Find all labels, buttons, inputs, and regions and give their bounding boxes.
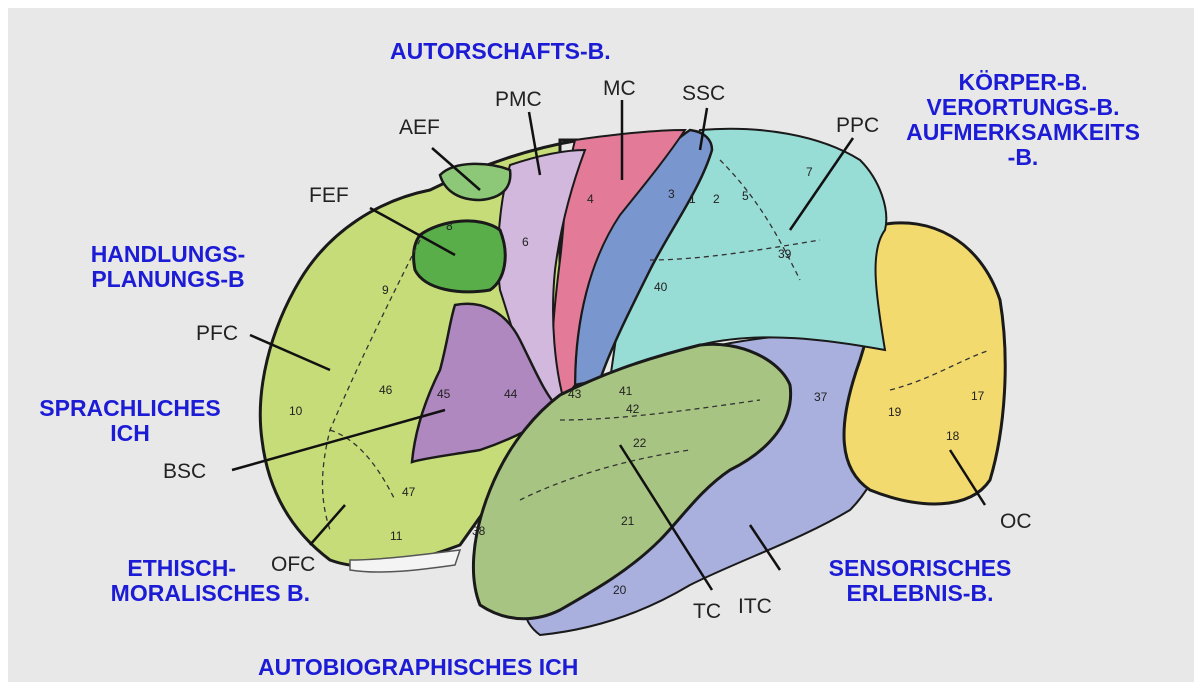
caption-sprache-line-2: ICH <box>15 421 245 446</box>
label-ppc: PPC <box>836 114 879 138</box>
caption-ethik-line-1: ETHISCH- <box>80 556 310 581</box>
caption-handlung-line-1: HANDLUNGS- <box>58 242 278 267</box>
area-5: 5 <box>742 189 749 203</box>
area-44: 44 <box>504 387 518 401</box>
caption-koerper: KÖRPER-B. VERORTUNGS-B. AUFMERKSAMKEITS … <box>888 70 1158 170</box>
caption-handlung-line-2: PLANUNGS-B <box>58 267 278 292</box>
caption-sprache-line-1: SPRACHLICHES <box>15 396 245 421</box>
caption-sensorik-line-1: SENSORISCHES <box>800 556 1040 581</box>
area-39: 39 <box>778 247 792 261</box>
area-41: 41 <box>619 384 633 398</box>
label-tc: TC <box>693 600 721 624</box>
label-ssc: SSC <box>682 82 725 106</box>
label-mc: MC <box>603 77 636 101</box>
label-aef: AEF <box>399 116 440 140</box>
area-2: 2 <box>713 192 720 206</box>
caption-ethik-line-2: MORALISCHES B. <box>80 581 310 606</box>
caption-sensorik: SENSORISCHES ERLEBNIS-B. <box>800 556 1040 606</box>
caption-aufmerksamkeit-line-1: AUFMERKSAMKEITS <box>888 120 1158 145</box>
area-9: 9 <box>382 283 389 297</box>
area-22: 22 <box>633 436 647 450</box>
label-fef: FEF <box>309 184 349 208</box>
area-37: 37 <box>814 390 828 404</box>
area-1: 1 <box>689 192 696 206</box>
area-45: 45 <box>437 387 451 401</box>
area-7: 7 <box>806 165 813 179</box>
caption-sensorik-line-2: ERLEBNIS-B. <box>800 581 1040 606</box>
area-38: 38 <box>472 524 486 538</box>
area-42: 42 <box>626 402 640 416</box>
caption-handlung: HANDLUNGS- PLANUNGS-B <box>58 242 278 292</box>
label-itc: ITC <box>738 595 772 619</box>
area-6: 6 <box>522 235 529 249</box>
label-pmc: PMC <box>495 88 542 112</box>
area-3: 3 <box>668 187 675 201</box>
area-43: 43 <box>568 387 582 401</box>
area-40: 40 <box>654 280 668 294</box>
area-17: 17 <box>971 389 985 403</box>
area-19: 19 <box>888 405 902 419</box>
fef-region <box>414 221 506 292</box>
area-46: 46 <box>379 383 393 397</box>
caption-verortung-line: VERORTUNGS-B. <box>888 95 1158 120</box>
caption-sprache: SPRACHLICHES ICH <box>15 396 245 446</box>
caption-ethik: ETHISCH- MORALISCHES B. <box>80 556 310 606</box>
area-18: 18 <box>946 429 960 443</box>
label-bsc: BSC <box>163 460 206 484</box>
label-oc: OC <box>1000 510 1032 534</box>
area-11: 11 <box>390 529 403 543</box>
area-4: 4 <box>587 192 594 206</box>
area-21: 21 <box>621 514 635 528</box>
area-47: 47 <box>402 485 416 499</box>
caption-autorschaft: AUTORSCHAFTS-B. <box>390 39 611 64</box>
caption-autobio: AUTOBIOGRAPHISCHES ICH <box>258 655 578 680</box>
area-20: 20 <box>613 583 627 597</box>
area-8: 8 <box>446 219 453 233</box>
label-pfc: PFC <box>196 322 238 346</box>
caption-koerper-line: KÖRPER-B. <box>888 70 1158 95</box>
area-10: 10 <box>289 404 303 418</box>
caption-aufmerksamkeit-line-2: -B. <box>888 145 1158 170</box>
